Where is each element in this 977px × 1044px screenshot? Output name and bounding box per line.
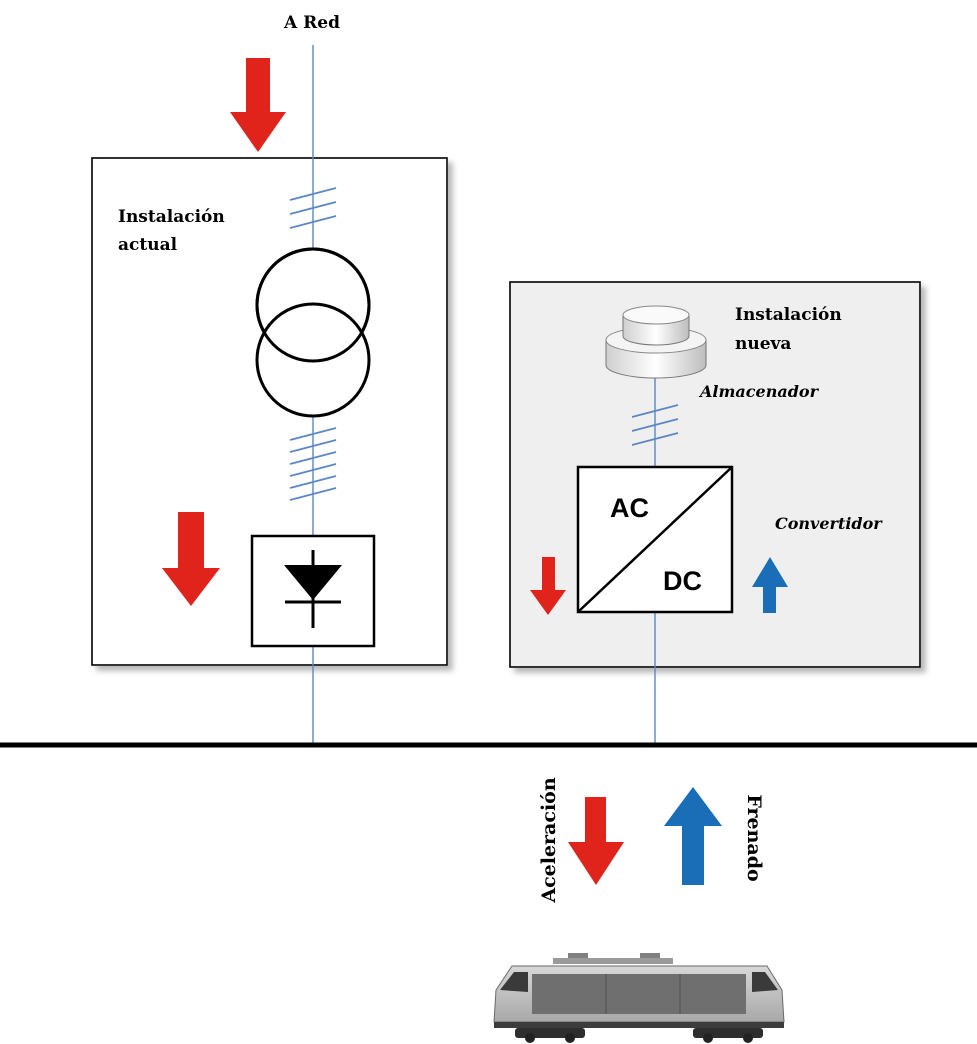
existing-installation-label: Instalación actual [118,207,231,255]
grid-label: A Red [283,13,340,33]
ac-dc-converter-icon [576,465,734,614]
rectifier-diode-icon [250,534,376,648]
converter-discharge-arrow-icon [530,557,566,615]
three-phase-marks-top [289,187,337,229]
converter-label: Convertidor [775,514,883,533]
braking-arrow-icon [664,787,722,885]
storage-label: Almacenador [698,382,820,401]
three-phase-marks-storage [631,404,679,446]
braking-label: Frenado [743,794,765,881]
transformer-icon [255,247,371,418]
train-icon [493,953,785,1043]
storage-icon [605,305,707,379]
converter-ac-label: AC [610,493,649,523]
acceleration-arrow-icon [568,797,624,885]
six-phase-marks [289,427,337,501]
acceleration-label: Aceleración [538,777,560,903]
power-in-arrow-icon [230,58,286,152]
converter-dc-label: DC [663,566,702,596]
new-installation-label: Instalación nueva [735,305,848,354]
converter-charge-arrow-icon [752,557,788,613]
rectifier-power-arrow-icon [162,512,220,606]
